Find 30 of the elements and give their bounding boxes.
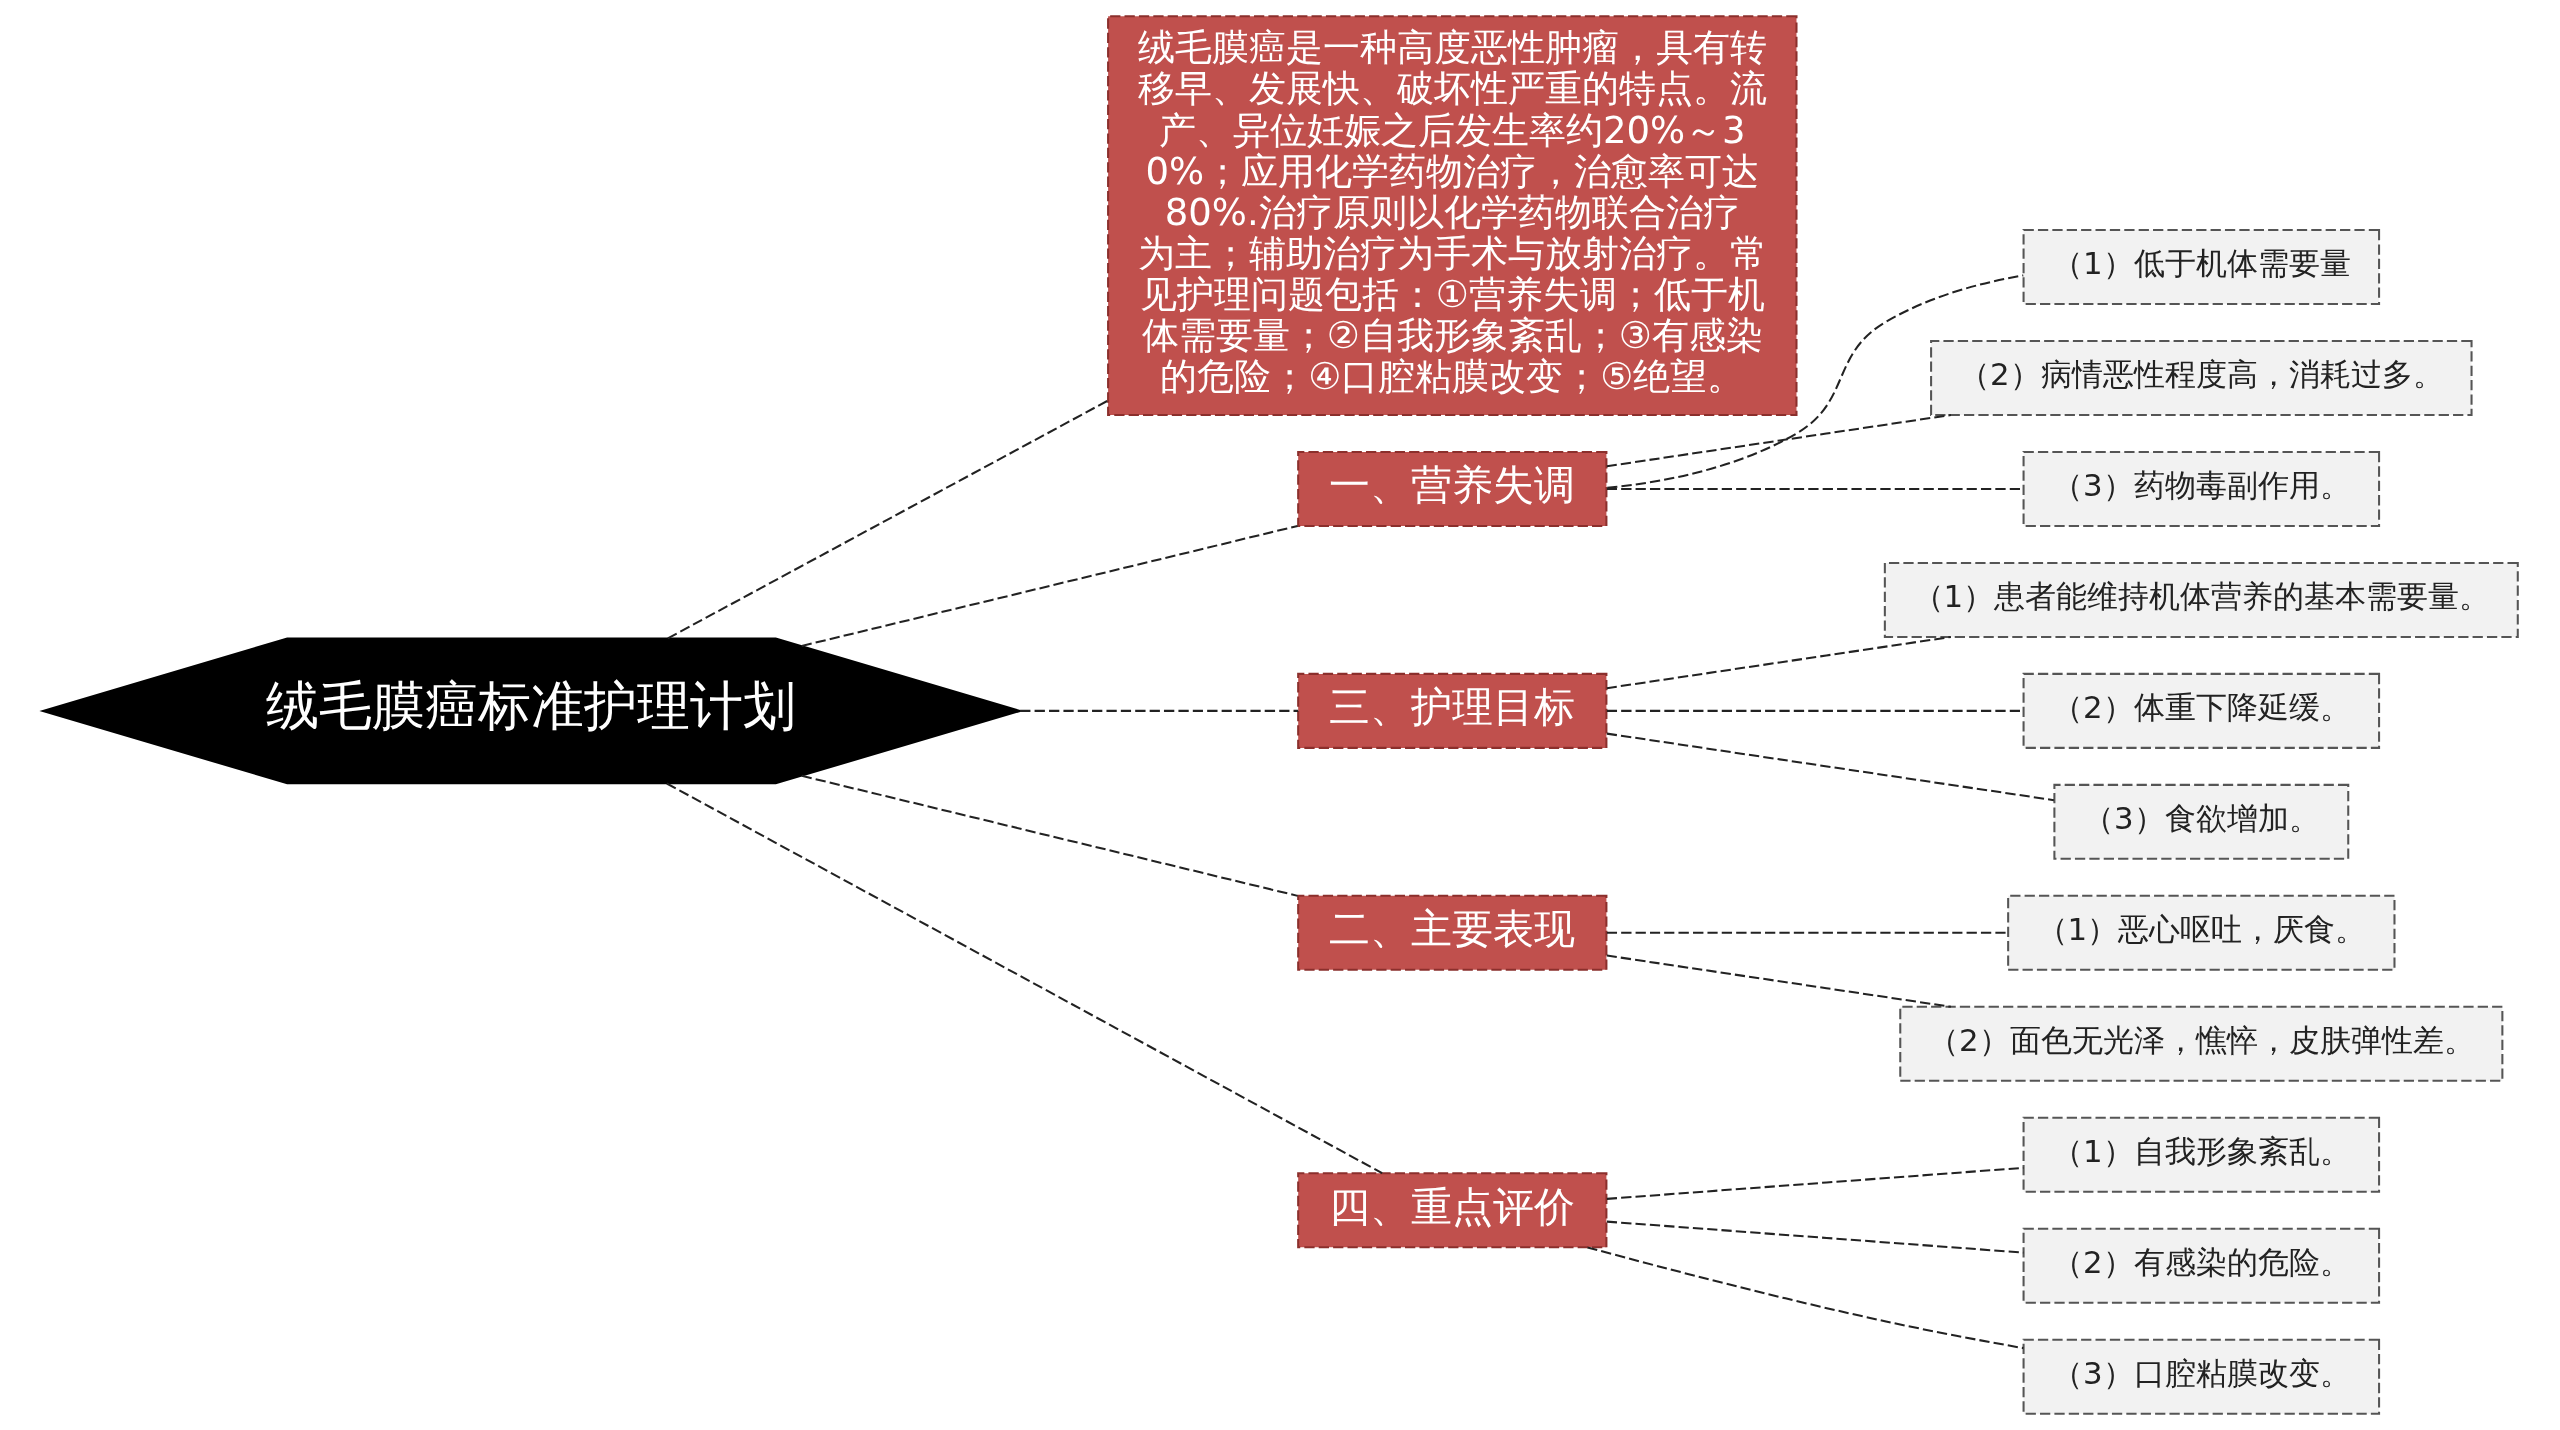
node-box: （3）药物毒副作用。: [2022, 450, 2380, 527]
connector: [1606, 732, 2054, 802]
node-box: 一、营养失调: [1296, 450, 1607, 527]
node-box: （1）自我形象紊乱。: [2022, 1116, 2380, 1193]
node-box: （1）患者能维持机体营养的基本需要量。: [1883, 561, 2519, 638]
connector: [1606, 954, 1951, 1008]
node-box: （1）恶心呕吐，厌食。: [2006, 894, 2395, 971]
connector: [1606, 709, 2023, 712]
node-box: 二、主要表现: [1296, 894, 1607, 971]
node-box: 四、重点评价: [1296, 1172, 1607, 1249]
node-box: （2）面色无光泽，憔悴，皮肤弹性差。: [1898, 1005, 2503, 1082]
connector: [1606, 414, 1951, 468]
node-box: 三、护理目标: [1296, 672, 1607, 749]
node-box: （2）有感染的危险。: [2022, 1227, 2380, 1304]
connector: [801, 524, 1298, 647]
connector: [801, 774, 1298, 897]
node-box: 绒毛膜癌是一种高度恶性肿瘤，具有转移早、发展快、破坏性严重的特点。流产、异位妊娠之后发生率约20%～30%；应用化学药物治疗，治愈率可达80%.治疗原则以化学药物联合治疗为主；辅助治疗为手术与放射治疗。常见护理问题包括：①营养失调；低于机体需要量；②自我形象紊乱；③有感染的危险；④口腔粘膜改变；⑤绝望。: [1106, 15, 1798, 416]
node-box: （2）体重下降延缓。: [2022, 672, 2380, 749]
connector: [1606, 931, 2008, 934]
node-box: （3）口腔粘膜改变。: [2022, 1338, 2380, 1415]
connector: [666, 399, 1108, 640]
node-box: （3）食欲增加。: [2052, 783, 2349, 860]
connector: [1019, 709, 1298, 712]
connector: [1606, 274, 2023, 489]
connector: [1606, 487, 2023, 490]
connector: [1586, 1246, 2024, 1350]
connector: [665, 782, 1383, 1175]
node-box: （2）病情恶性程度高，消耗过多。: [1929, 339, 2473, 416]
connector: [1606, 635, 1951, 690]
node-box: （1）低于机体需要量: [2022, 229, 2380, 306]
